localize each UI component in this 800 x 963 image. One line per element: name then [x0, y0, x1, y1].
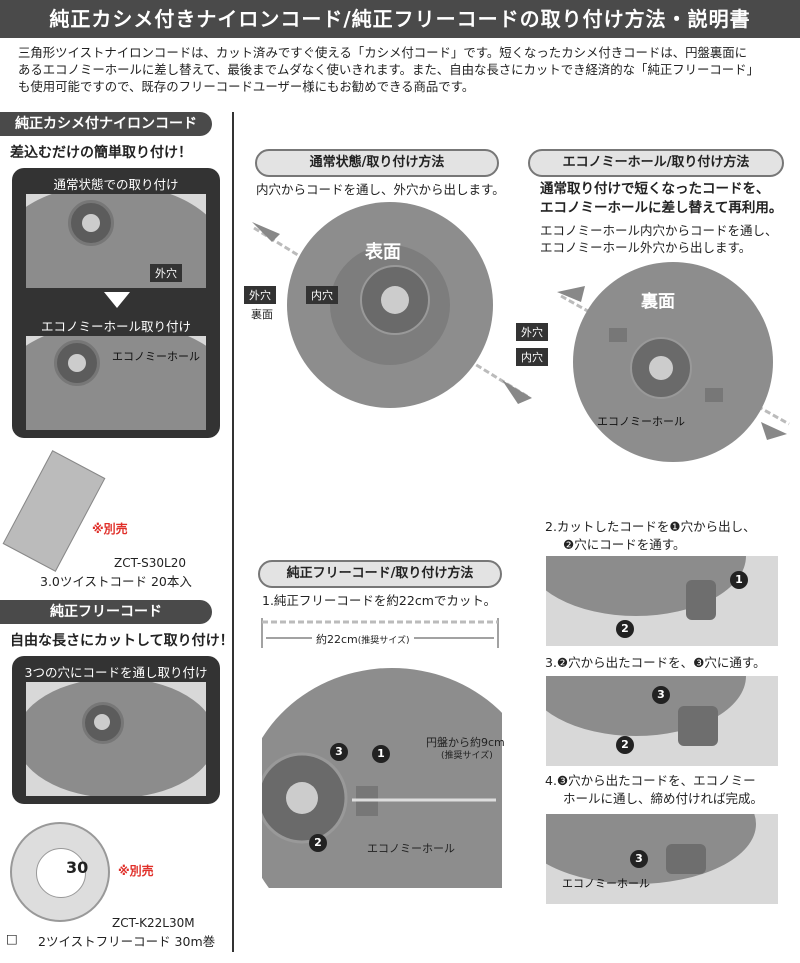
kashime-card: 通常状態での取り付け 外穴 エコノミーホール取り付け エコノミーホール — [12, 168, 220, 438]
reel-number: 30 — [66, 858, 89, 877]
number-2-badge: 2 — [616, 736, 634, 754]
normal-install-title: 通常状態での取り付け — [53, 177, 179, 192]
number-1-badge: 1 — [372, 745, 390, 763]
number-3-badge: 3 — [330, 743, 348, 761]
inner-hole-tag: 内穴 — [516, 348, 548, 366]
length-value: 約22cm — [316, 633, 358, 646]
intro-line-3: も使用可能ですので、既存のフリーコードユーザー様にもお勧めできる商品です。 — [18, 79, 475, 94]
checkbox-mark: □ — [6, 931, 18, 946]
number-1-badge: 1 — [730, 571, 748, 589]
free-cord-reel: 30 — [10, 822, 110, 922]
economy-desc: エコノミーホール内穴からコードを通し、 エコノミーホール外穴から出します。 — [540, 222, 778, 256]
number-2-badge: 2 — [309, 834, 327, 852]
free-cord-photo — [26, 682, 206, 796]
intro-line-1: 三角形ツイストナイロンコードは、カット済みですぐ使える「カシメ付コード」です。短… — [18, 45, 748, 60]
kashime-header: 純正カシメ付ナイロンコード — [0, 112, 212, 136]
step-3-text: 3.❷穴から出たコードを、❸穴に通す。 — [545, 655, 766, 670]
step-4-line-1: 4.❸穴から出たコードを、エコノミー — [545, 773, 756, 788]
number-2-badge: 2 — [616, 620, 634, 638]
length-label: 約22cm(推奨サイズ) — [312, 631, 414, 647]
column-divider — [232, 112, 234, 952]
normal-method-header: 通常状態/取り付け方法 — [255, 149, 499, 177]
back-label: 裏面 — [641, 292, 675, 312]
product-name: 2ツイストフリーコード 30m巻 — [38, 934, 216, 949]
hub-center — [82, 214, 100, 232]
product-code: ZCT-K22L30M — [112, 916, 195, 930]
economy-bold-line-2: エコノミーホールに差し替えて再利用。 — [540, 200, 783, 216]
from-disc-label: 円盤から約9cm — [426, 736, 505, 749]
free-cord-card: 3つの穴にコードを通し取り付け — [12, 656, 220, 804]
economy-hole-label: エコノミーホール — [112, 350, 200, 363]
number-3-badge: 3 — [652, 686, 670, 704]
normal-install-photo: 外穴 — [26, 194, 206, 288]
down-arrow-icon — [104, 292, 130, 308]
economy-bold-text: 通常取り付けで短くなったコードを、 エコノミーホールに差し替えて再利用。 — [540, 180, 782, 218]
economy-install-photo: エコノミーホール — [26, 336, 206, 430]
intro-line-2: あるエコノミーホールに差し替えて、最後までムダなく使いきれます。また、自由な長さ… — [18, 62, 759, 77]
step-2-line-2: ❷穴にコードを通す。 — [563, 537, 686, 552]
outer-hole-tag: 外穴 — [516, 323, 548, 341]
free-step-1: 1.純正フリーコードを約22cmでカット。 — [262, 593, 497, 608]
economy-hole-label: エコノミーホール — [367, 842, 455, 855]
page-title: 純正カシメ付きナイロンコード/純正フリーコードの取り付け方法・説明書 — [0, 0, 800, 38]
free-cord-card-title: 3つの穴にコードを通し取り付け — [24, 665, 208, 680]
normal-method-diagram — [252, 202, 532, 408]
intro-text: 三角形ツイストナイロンコードは、カット済みですぐ使える「カシメ付コード」です。短… — [18, 44, 788, 95]
inner-hole-tag: 内穴 — [306, 286, 338, 304]
kashime-subtitle: 差込むだけの簡単取り付け！ — [10, 145, 192, 161]
economy-install-title: エコノミーホール取り付け — [40, 319, 191, 334]
economy-hole-label: エコノミーホール — [597, 415, 685, 428]
normal-method-desc: 内穴からコードを通し、外穴から出します。 — [256, 182, 505, 197]
economy-bold-line-1: 通常取り付けで短くなったコードを、 — [540, 181, 770, 197]
free-cord-header: 純正フリーコード — [0, 600, 212, 624]
free-cord-subtitle: 自由な長さにカットして取り付け！ — [10, 633, 234, 649]
kashime-product-package — [2, 450, 106, 572]
length-note: (推奨サイズ) — [357, 636, 410, 646]
economy-hole-label: エコノミーホール — [562, 877, 650, 890]
economy-method-diagram — [557, 262, 790, 462]
step-4-photo: 3 エコノミーホール — [546, 814, 778, 904]
step-2-line-1: 2.カットしたコードを❶穴から出し、 — [545, 519, 756, 534]
step-2-text: 2.カットしたコードを❶穴から出し、 ❷穴にコードを通す。 — [545, 518, 756, 554]
product-code: ZCT-S30L20 — [114, 556, 186, 570]
sold-separately-note: ※別売 — [118, 864, 154, 878]
back-note: 裏面 — [251, 308, 273, 321]
product-name: 3.0ツイストコード 20本入 — [40, 574, 192, 589]
face-label: 表面 — [365, 242, 401, 263]
economy-desc-line-1: エコノミーホール内穴からコードを通し、 — [540, 223, 778, 238]
from-disc-note: (推奨サイズ) — [441, 751, 493, 761]
hub-center — [68, 354, 86, 372]
economy-method-header: エコノミーホール/取り付け方法 — [528, 149, 784, 177]
sold-separately-note: ※別売 — [92, 522, 128, 536]
step-2-photo: 1 2 — [546, 556, 778, 646]
step-4-line-2: ホールに通し、締め付ければ完成。 — [563, 791, 764, 806]
free-method-photo — [262, 668, 502, 888]
hub-center — [94, 714, 110, 730]
number-3-badge: 3 — [630, 850, 648, 868]
step-4-text: 4.❸穴から出たコードを、エコノミー ホールに通し、締め付ければ完成。 — [545, 772, 763, 808]
step-3-photo: 3 2 — [546, 676, 778, 766]
outer-hole-tag: 外穴 — [150, 264, 182, 282]
economy-desc-line-2: エコノミーホール外穴から出します。 — [540, 240, 752, 255]
free-method-header: 純正フリーコード/取り付け方法 — [258, 560, 502, 588]
outer-hole-tag: 外穴 — [244, 286, 276, 304]
hub — [82, 702, 124, 744]
